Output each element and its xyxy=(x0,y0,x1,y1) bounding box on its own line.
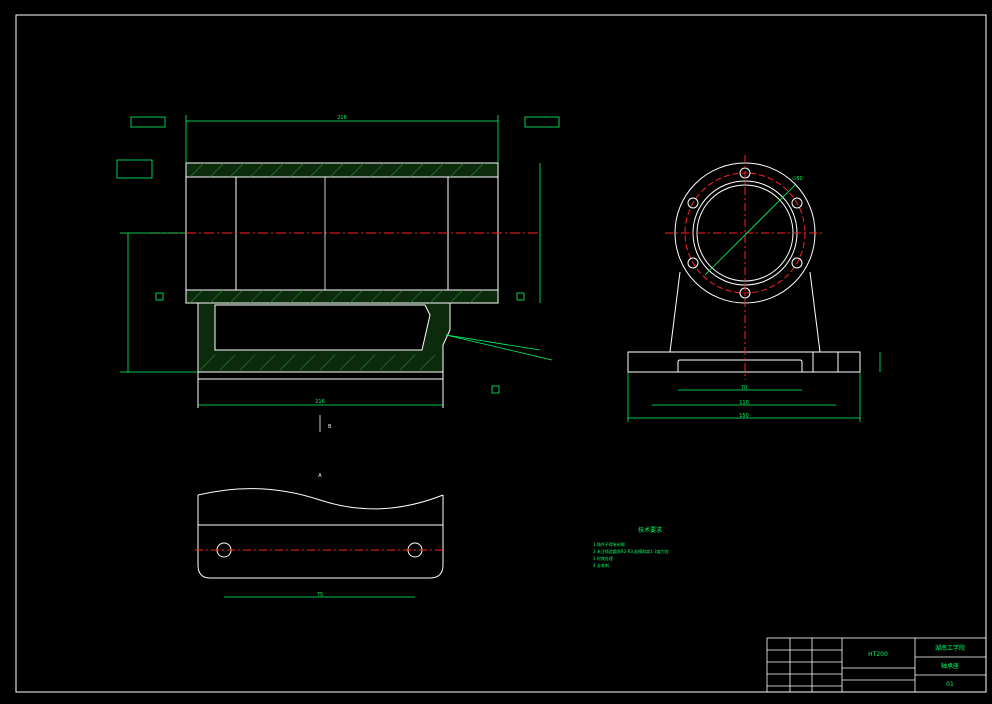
note-line-1: 1.铸件不得有砂眼. xyxy=(593,541,626,547)
title-block xyxy=(766,637,987,693)
material-label: HT200 xyxy=(868,651,888,658)
front-section-view xyxy=(185,162,499,408)
side-diag-leader xyxy=(704,184,796,276)
section-mark: A xyxy=(318,473,322,479)
base-mid-dim: 110 xyxy=(739,400,749,406)
bottom-view xyxy=(197,488,444,579)
note-line-4: 4.去毛刺. xyxy=(593,562,610,568)
section-label: B xyxy=(328,424,332,430)
bore-dia-dim: ∅60 xyxy=(792,176,803,182)
school-name: 湖南工学院 xyxy=(935,644,965,652)
note-line-3: 3.时效处理. xyxy=(593,555,614,561)
hole-spacing-dim: 75 xyxy=(317,592,323,598)
hatch-lines xyxy=(189,162,485,371)
front-dimensions xyxy=(120,115,553,406)
drawing-frame xyxy=(15,14,987,693)
base-length-dim: 216 xyxy=(315,399,325,405)
datum-boxes xyxy=(116,116,560,394)
part-name: 轴承座 xyxy=(941,662,959,670)
side-view xyxy=(627,162,861,373)
notes-title: 技术要求 xyxy=(638,526,662,534)
base-inner-dim: 70 xyxy=(741,385,747,391)
overall-width-dim: 216 xyxy=(337,115,347,121)
note-line-2: 2.未注铸造圆角R2-R3,起模斜度1-3度为宜. xyxy=(593,548,670,554)
drawing-number: 01 xyxy=(946,681,954,688)
base-width-dim: 150 xyxy=(739,413,749,419)
side-dimensions xyxy=(627,352,881,422)
